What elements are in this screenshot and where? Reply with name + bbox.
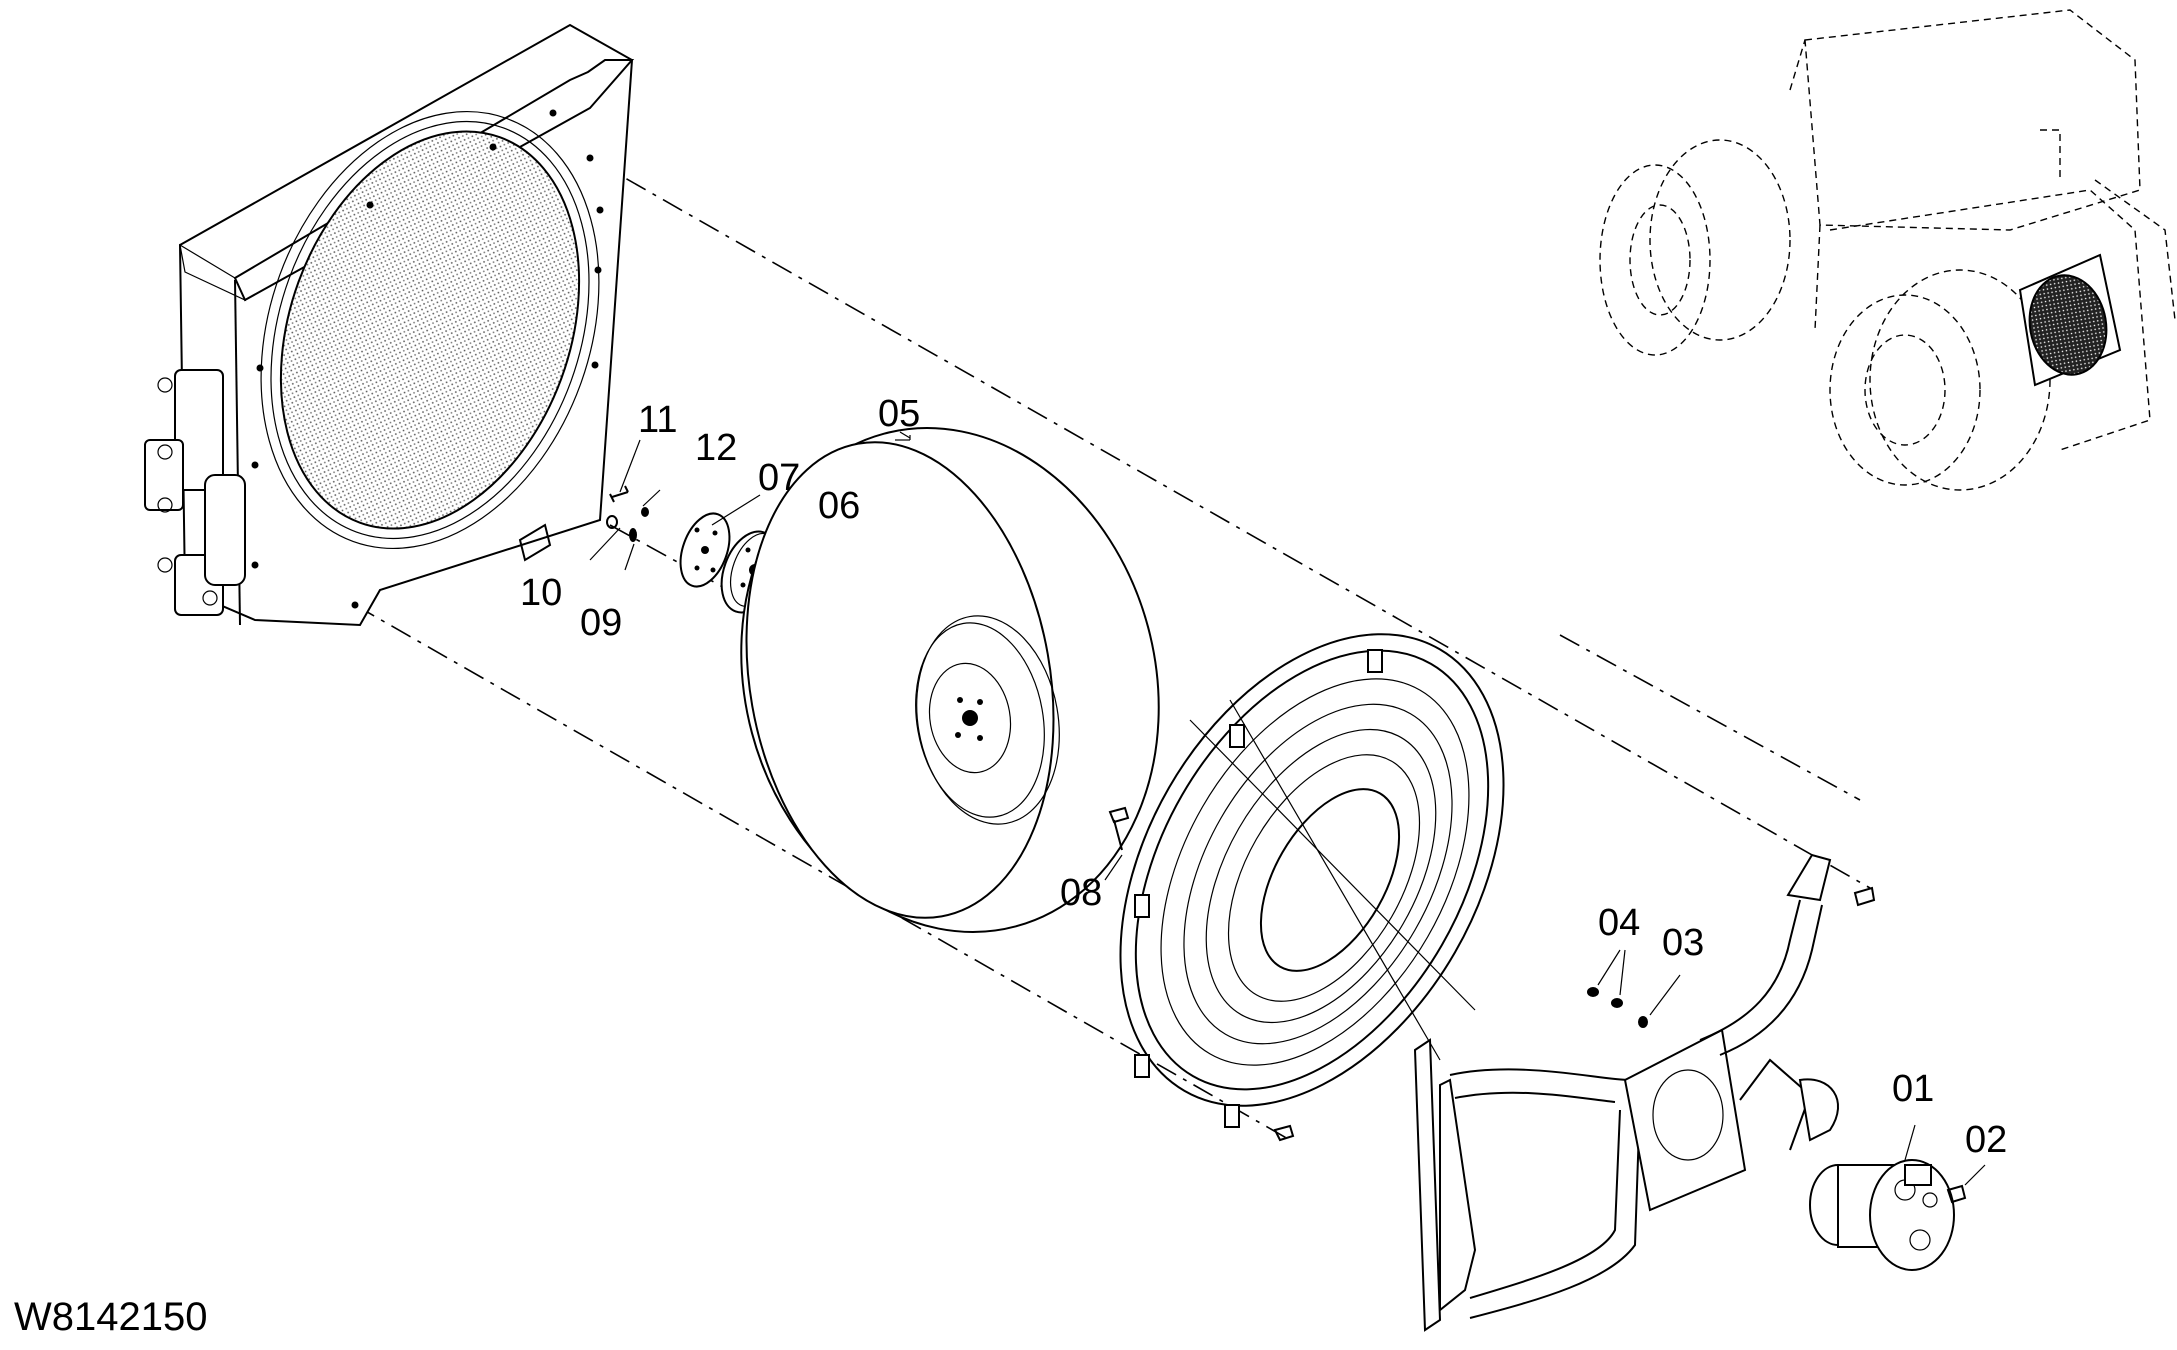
bolt-08 [1104,806,1130,881]
callout-12: 12 [695,427,737,469]
fan-motor-01 [1809,1124,1955,1271]
callout-09: 09 [580,602,622,644]
nuts-04 [1587,949,1626,1008]
callout-04: 04 [1598,902,1640,944]
callout-01: 01 [1892,1068,1934,1110]
plate-07 [679,494,761,588]
callout-labels: 01 02 03 04 05 06 07 08 09 10 11 12 [520,393,2007,1161]
radiator-shroud [144,23,635,627]
callout-03: 03 [1662,922,1704,964]
callout-06: 06 [818,485,860,527]
fan-05 [740,427,1160,933]
washer-03 [1638,974,1681,1028]
motor-bolt-02 [1946,1164,1986,1204]
callout-08: 08 [1060,872,1102,914]
callout-11: 11 [638,399,677,441]
drawing-code: W8142150 [14,1295,207,1339]
nut-10 [606,515,618,529]
washer-12 [641,507,649,517]
callout-02: 02 [1965,1119,2007,1161]
callout-07: 07 [758,457,800,499]
callout-05: 05 [878,393,920,435]
small-hardware [589,439,661,571]
spring-washer-09 [629,528,637,542]
side-hinges [144,369,246,616]
motor-bracket [1413,853,1876,1332]
fan-guard [1119,633,1505,1142]
bracket-bolt [1853,886,1876,907]
machine-locator-inset [1599,9,2176,491]
mounting-holes [251,109,604,609]
callout-10: 10 [520,572,562,614]
bolt-11 [609,485,629,503]
